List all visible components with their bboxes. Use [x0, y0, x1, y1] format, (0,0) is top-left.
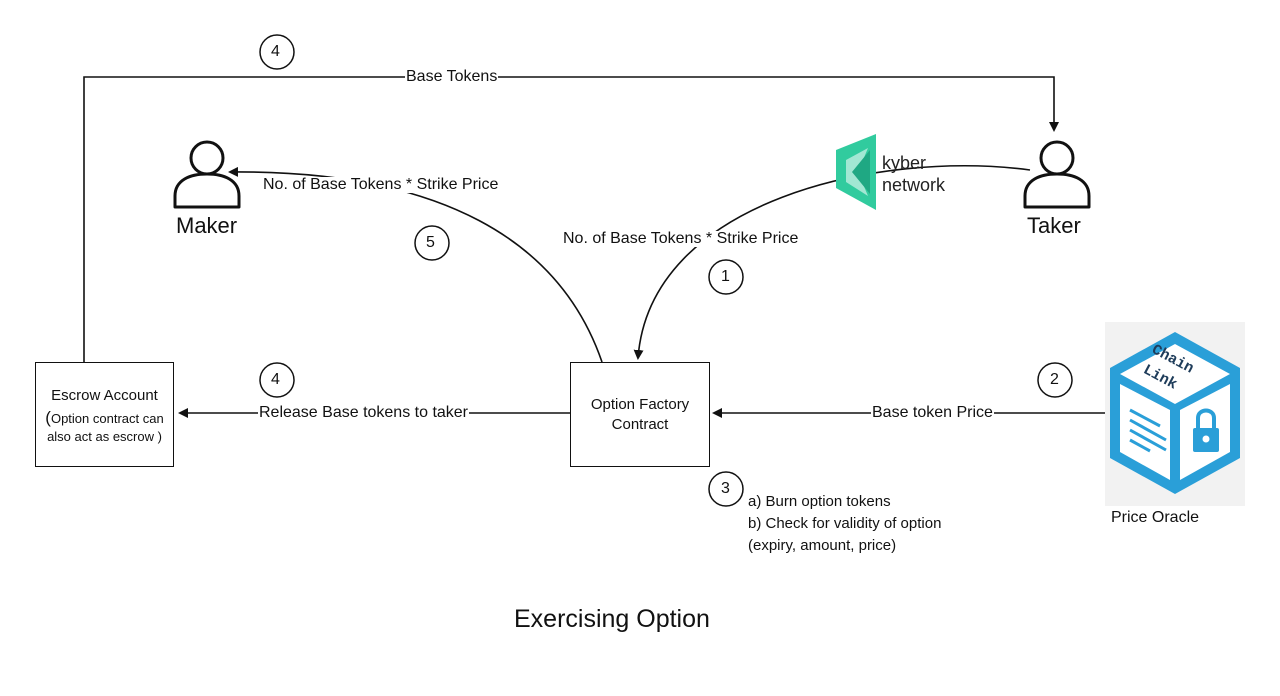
escrow-subtitle-2: also act as escrow ) [47, 429, 162, 444]
step-number-5: 5 [426, 234, 435, 251]
step3-note-c: (expiry, amount, price) [748, 537, 897, 554]
label-base-tokens: Base Tokens [405, 68, 499, 85]
step-circle-5 [414, 225, 450, 261]
factory-line2: Contract [611, 416, 669, 433]
escrow-line1: Option contract can [50, 411, 164, 426]
step-number-2: 2 [1050, 371, 1059, 388]
option-factory-box: Option Factory Contract [570, 362, 710, 467]
label-taker-payment: No. of Base Tokens * Strike Price [562, 230, 800, 247]
taker-person-icon [1023, 140, 1091, 209]
escrow-title: Escrow Account [51, 387, 158, 404]
step3-note-a: a) Burn option tokens [748, 493, 891, 510]
escrow-account-box: Escrow Account (Option contract can also… [35, 362, 174, 467]
step-circle-2 [1037, 362, 1073, 398]
kyber-wordmark-2: network [882, 175, 946, 195]
label-maker-payment: No. of Base Tokens * Strike Price [262, 176, 500, 193]
edge-taker-to-factory [633, 165, 1031, 360]
step-number-3: 3 [721, 480, 730, 497]
step-circle-4-mid [259, 362, 295, 398]
step-circle-1 [708, 259, 744, 295]
diagram-title: Exercising Option [514, 605, 710, 633]
price-oracle-label: Price Oracle [1111, 509, 1200, 526]
edge-factory-to-maker [228, 166, 603, 363]
escrow-subtitle-1: (Option contract can [36, 408, 173, 428]
kyber-logo-icon [836, 134, 876, 210]
step3-note-b: b) Check for validity of option [748, 515, 942, 532]
step-circle-4-top [259, 34, 295, 70]
maker-label: Maker [176, 213, 238, 238]
padlock-icon [1193, 408, 1219, 452]
factory-line1: Option Factory [590, 396, 690, 413]
step-circle-3 [708, 471, 744, 507]
edge-base-tokens [83, 76, 1059, 362]
maker-person-icon [173, 140, 241, 209]
kyber-wordmark-1: kyber [882, 153, 927, 173]
step-number-4-top: 4 [271, 43, 280, 60]
label-release: Release Base tokens to taker [258, 404, 470, 421]
taker-label: Taker [1027, 213, 1081, 238]
step-number-1: 1 [721, 268, 730, 285]
step-number-4-mid: 4 [271, 371, 280, 388]
label-oracle-price: Base token Price [871, 404, 994, 421]
chainlink-logo-icon [1105, 322, 1245, 506]
escrow-paren: ( [45, 408, 51, 427]
